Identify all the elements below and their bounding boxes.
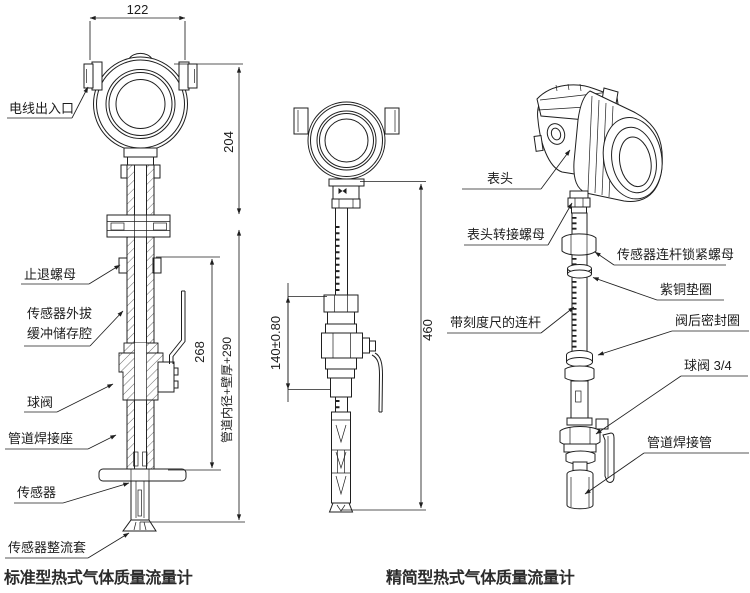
callout-head-adapter-nut: 表头转接螺母: [464, 202, 573, 246]
callout-copper-gasket: 紫铜垫圈: [592, 277, 724, 301]
callout-valve-seal: 阀后密封圈: [597, 313, 749, 356]
ball-valve-body: [118, 290, 186, 401]
mounting-flange: [106, 214, 171, 238]
valve-handle: [169, 290, 186, 364]
dim-140: 140±0.80: [268, 316, 283, 370]
label-sensor: 传感器: [17, 485, 56, 500]
dim-valve-section: 140±0.80: [268, 283, 330, 402]
compact-meter-iso-view: 表头 表头转接螺母 传感器连杆锁紧螺母 紫铜垫圈 带刻度尺的连杆 阀后密封圈: [386, 83, 749, 587]
label-meter-head: 表头: [487, 171, 513, 186]
cable-gland-iso: [546, 123, 566, 145]
dim-head-height: 204: [174, 63, 243, 215]
callout-weld-pipe: 管道焊接管: [584, 435, 749, 495]
callout-sensor: 传感器: [14, 482, 130, 504]
label-rectifier-sleeve: 传感器整流套: [8, 540, 86, 555]
label-copper-gasket: 紫铜垫圈: [660, 282, 712, 297]
callout-ball-valve-34: 球阀 3/4: [595, 358, 748, 435]
compact-view-title: 精简型热式气体质量流量计: [386, 568, 575, 587]
callout-meter-head: 表头: [462, 149, 571, 190]
rod-lock-nut-iso: [561, 233, 597, 256]
pipe-weld-seat: [98, 468, 187, 482]
compact-meter-front-view: 140±0.80 460: [268, 101, 435, 513]
label-rod-lock-nut: 传感器连杆锁紧螺母: [617, 247, 734, 262]
label-weld-seat: 管道焊接座: [8, 431, 73, 446]
gland-left: [293, 107, 309, 135]
label-ball-valve: 球阀: [27, 395, 53, 410]
probe-front: [328, 396, 354, 513]
cable-gland-right: [178, 61, 198, 91]
transmitter-head: [83, 52, 198, 152]
valve-assembly-front: [321, 294, 384, 413]
callout-rectifier-sleeve: 传感器整流套: [5, 532, 130, 559]
standard-meter-view: 122 204 268 管道内径+壁厚+290 电线出入口 止退螺: [3, 2, 245, 587]
valve-handle-front: [374, 352, 384, 413]
callout-cable-port: 电线出入口: [7, 86, 89, 119]
callout-weld-seat: 管道焊接座: [5, 431, 117, 450]
ball-valve-iso: [559, 417, 615, 483]
dim-268: 268: [192, 341, 207, 363]
dim-pipe: 管道内径+壁厚+290: [219, 337, 234, 443]
neck-assembly: [328, 178, 365, 209]
label-valve-seal: 阀后密封圈: [675, 313, 740, 328]
dim-pipe-formula: 管道内径+壁厚+290: [140, 229, 245, 523]
dim-head-width: 122: [89, 2, 186, 60]
callout-ball-valve: 球阀: [24, 383, 114, 413]
standard-view-title: 标准型热式气体质量流量计: [3, 568, 193, 587]
meter-head-iso: [533, 83, 663, 202]
dim-122: 122: [127, 2, 149, 17]
label-buffer-1: 传感器外拔: [27, 306, 92, 321]
label-cable-port: 电线出入口: [9, 101, 74, 116]
valve-handle-iso: [602, 432, 615, 483]
scaled-rod-front: [335, 207, 348, 296]
dim-204: 204: [221, 131, 236, 153]
barrel-face: [602, 117, 663, 200]
label-buffer-2: 缓冲储存腔: [27, 326, 92, 341]
callout-rod-lock-nut: 传感器连杆锁紧螺母: [594, 247, 734, 266]
transmitter-head-front: [293, 101, 400, 180]
head-adapter-iso: [567, 190, 591, 214]
sensor-probe: [122, 480, 157, 532]
copper-gasket-iso: [567, 264, 592, 279]
valve-stem-port: [362, 337, 370, 354]
dim-total-length: 460: [341, 181, 435, 511]
side-slot: [533, 134, 544, 152]
callout-buffer-chamber: 传感器外拔 缓冲储存腔: [24, 306, 124, 347]
cable-gland-left: [83, 61, 103, 91]
callout-stop-nut: 止退螺母: [21, 264, 121, 285]
label-stop-nut: 止退螺母: [24, 267, 76, 282]
gland-right: [384, 107, 400, 135]
dim-insertion: 268: [156, 256, 221, 471]
label-scaled-rod: 带刻度尺的连杆: [450, 315, 541, 330]
callout-scaled-rod: 带刻度尺的连杆: [447, 306, 575, 334]
label-ball-valve-34: 球阀 3/4: [684, 358, 732, 373]
label-head-adapter-nut: 表头转接螺母: [467, 227, 545, 242]
valve-seal-iso: [564, 350, 595, 419]
label-weld-pipe: 管道焊接管: [647, 435, 712, 450]
dim-460: 460: [420, 319, 435, 341]
